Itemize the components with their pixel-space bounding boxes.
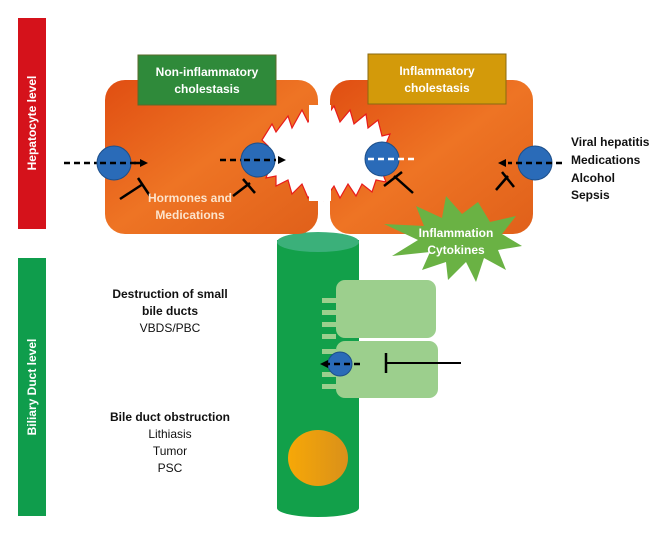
biliary-level-bar: Biliary Duct level <box>18 258 46 516</box>
arrow-right-icon <box>140 159 148 167</box>
hepatocyte-level-label: Hepatocyte level <box>25 76 39 171</box>
non-inflammatory-box: Non-inflammatory cholestasis <box>137 54 277 106</box>
inhibition-icon <box>119 182 144 201</box>
inhibition-icon <box>383 171 403 187</box>
small-duct-destruction: Destruction of small bile ducts VBDS/PBC <box>112 287 227 335</box>
inflammation-starburst: Inflammation Cytokines <box>384 196 522 282</box>
arrow-right-icon <box>278 156 286 164</box>
cause-item: Sepsis <box>571 188 610 202</box>
cholangiocyte-lower <box>320 341 461 398</box>
inflammation-label: Inflammation <box>419 226 494 240</box>
transporter-left-basolateral <box>64 145 152 201</box>
hormones-label-1: Hormones and <box>148 191 232 205</box>
hepatocyte-right <box>330 80 533 234</box>
cytokines-label: Cytokines <box>427 243 485 257</box>
hepatocyte-left <box>105 80 318 234</box>
hormones-label-2: Medications <box>155 208 225 222</box>
inflammatory-label-1: Inflammatory <box>399 64 475 78</box>
non-inflammatory-label-2: cholestasis <box>174 82 240 96</box>
non-inflammatory-label-1: Non-inflammatory <box>156 65 259 79</box>
small-ducts-title-2: bile ducts <box>142 304 198 318</box>
cause-item: Alcohol <box>571 171 615 185</box>
transporter-right-basolateral <box>495 145 562 191</box>
gallstone <box>288 430 348 486</box>
inflammatory-causes-list: Viral hepatitis Medications Alcohol Seps… <box>571 135 650 202</box>
obstruction-title: Bile duct obstruction <box>110 410 230 424</box>
arrow-left-icon <box>320 360 328 368</box>
hepatocyte-level-bar: Hepatocyte level <box>18 18 46 229</box>
inflammatory-box: Inflammatory cholestasis <box>367 53 507 105</box>
arrow-left-icon <box>498 159 506 167</box>
obstruction-item: Tumor <box>153 444 187 458</box>
transporter-right-canalicular <box>364 141 415 194</box>
obstruction-item: Lithiasis <box>148 427 191 441</box>
cause-item: Medications <box>571 153 641 167</box>
transporter-left-canalicular <box>220 142 286 197</box>
small-ducts-title-1: Destruction of small <box>112 287 227 301</box>
obstruction-item: PSC <box>158 461 183 475</box>
cholangiocyte-upper <box>322 280 436 339</box>
cause-item: Viral hepatitis <box>571 135 650 149</box>
bile-duct-obstruction: Bile duct obstruction Lithiasis Tumor PS… <box>110 410 230 475</box>
inflammatory-label-2: cholestasis <box>404 81 470 95</box>
biliary-level-label: Biliary Duct level <box>25 339 39 436</box>
small-ducts-item: VBDS/PBC <box>140 321 201 335</box>
